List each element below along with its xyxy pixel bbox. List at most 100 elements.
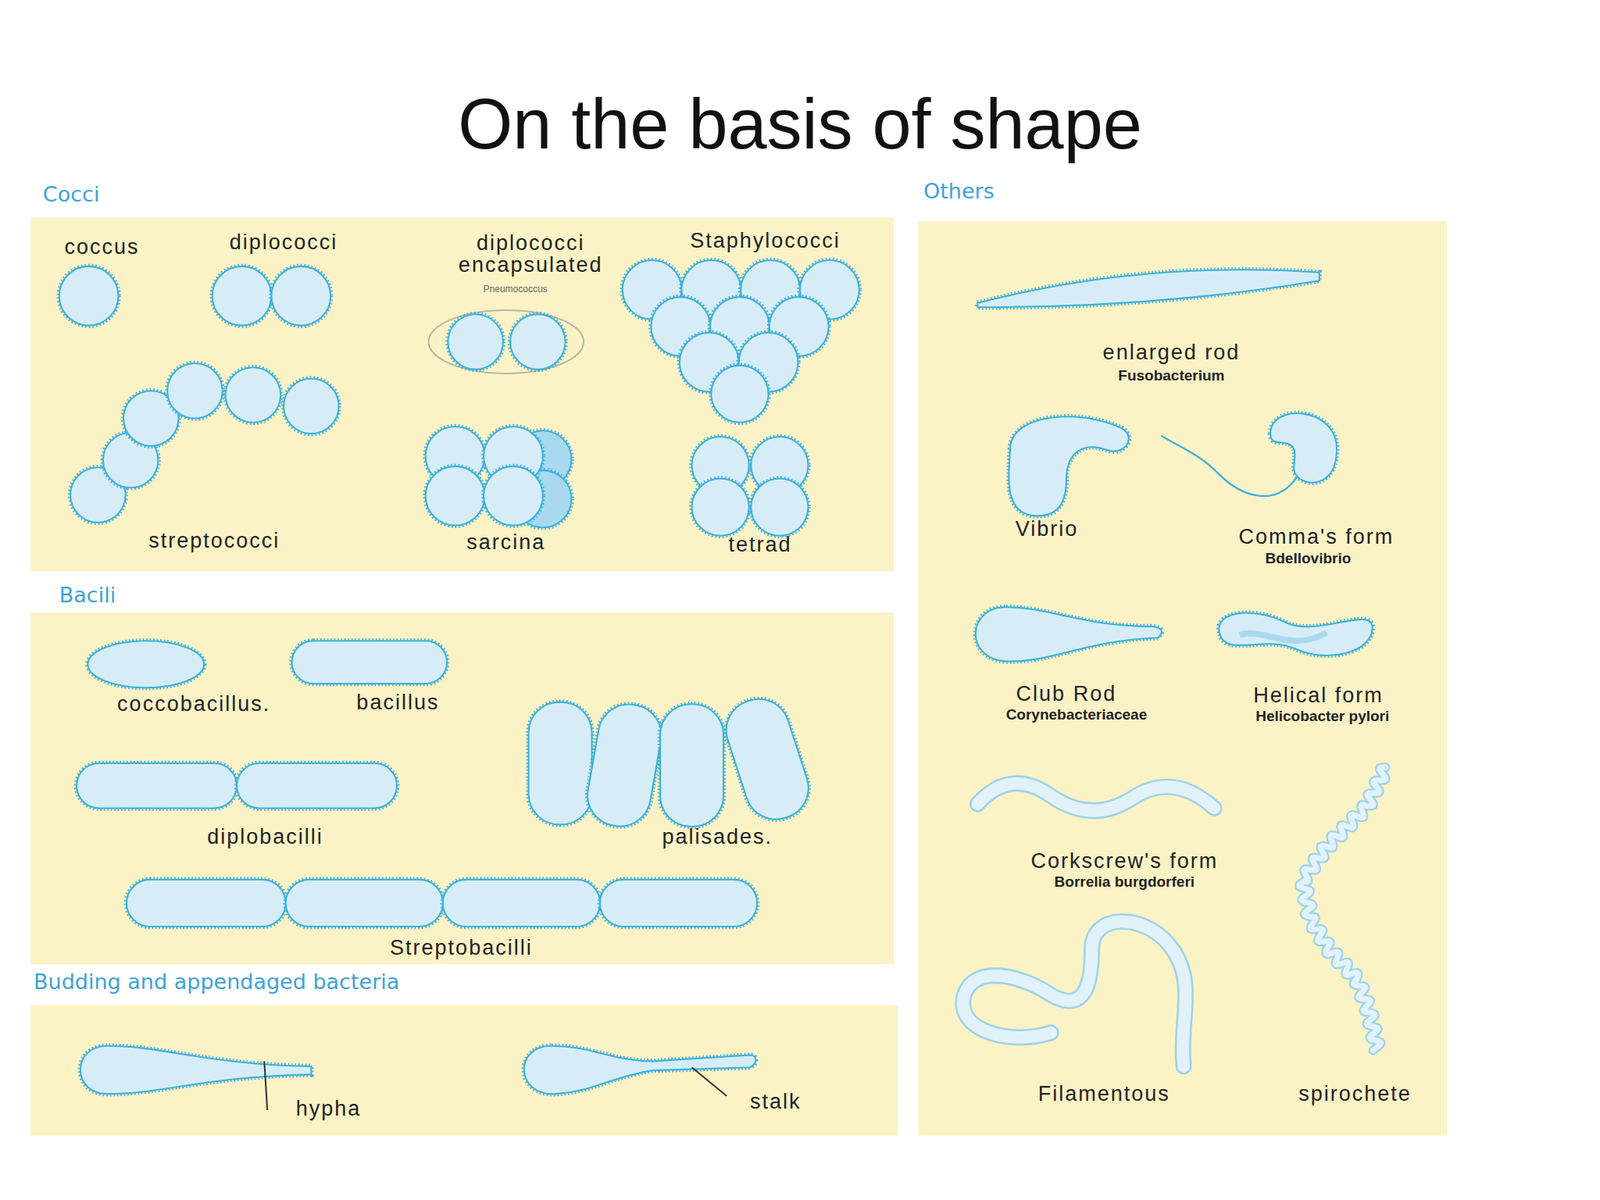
club-rod-shape (975, 607, 1162, 661)
encapsulated-diplococci-shape (447, 314, 504, 370)
palisades-shape (717, 691, 816, 828)
sarcina-shape (483, 466, 543, 526)
bacillus-shape (292, 640, 448, 684)
streptobacilli-shape (285, 879, 443, 927)
palisades-shape (528, 691, 817, 832)
coccus-shape (59, 266, 119, 326)
streptobacilli-shape (600, 879, 758, 927)
filamentous-shape (963, 921, 1186, 1067)
species-name: Borrelia burgdorferi (1054, 874, 1195, 890)
bacillus-shape (292, 640, 448, 684)
shape-name: Filamentous (1038, 1083, 1171, 1105)
staphylococci-shape (710, 365, 768, 423)
spirochete-shape (1299, 767, 1386, 1051)
shape-name: Streptobacilli (389, 937, 533, 959)
shape-panel: Bacili (30, 612, 894, 965)
species-name: Bdellovibrio (1265, 550, 1352, 566)
shape-name: enlarged rod (1103, 342, 1241, 364)
shape-name: Helical form (1253, 685, 1384, 707)
staphylococci-shape (710, 365, 768, 423)
streptobacilli-shape (442, 879, 600, 927)
shape-name: stalk (750, 1091, 802, 1113)
streptococci-shape (167, 363, 223, 419)
streptococci-shape (167, 363, 223, 419)
corkscrew-shape (977, 783, 1215, 811)
sarcina-shape (483, 466, 543, 526)
streptococci-shape (283, 378, 340, 435)
spirochete-shape (1299, 767, 1386, 1051)
spirochete-shape (1299, 767, 1386, 1051)
fusobacterium-shape (977, 269, 1320, 308)
hypha-shape (80, 1046, 312, 1094)
stalk-shape (692, 1067, 727, 1097)
diplococci-shape (271, 266, 331, 326)
streptococci-shape (283, 378, 340, 435)
shape-name: diplobacilli (207, 826, 324, 848)
diplobacilli-shape (76, 763, 397, 808)
comma-shape (1270, 413, 1337, 483)
streptococci-shape (225, 367, 282, 423)
diplococci-shape (212, 266, 332, 326)
palisades-shape (528, 702, 593, 825)
encapsulated-diplococci-shape (428, 310, 585, 374)
diplococci-shape (212, 266, 272, 326)
shape-name: sarcina (466, 532, 546, 554)
panel-heading: Others (923, 180, 995, 202)
fusobacterium-shape (977, 269, 1320, 308)
shape-name: palisades. (661, 826, 773, 848)
streptococci-shape (70, 363, 340, 523)
shape-panel: Budding and appendaged bacteria (30, 1005, 898, 1136)
panel-heading: Budding and appendaged bacteria (33, 971, 400, 993)
helical-shape (1239, 632, 1327, 641)
shape-name: Vibrio (1015, 518, 1079, 540)
staphylococci-shape (622, 260, 860, 423)
species-name: Helicobacter pylori (1255, 708, 1390, 724)
palisades-shape (582, 699, 667, 831)
streptobacilli-shape (600, 879, 758, 927)
coccus-shape (59, 266, 119, 326)
comma-shape (1160, 413, 1337, 497)
palisades-shape (582, 699, 667, 831)
sarcina-shape (425, 466, 486, 526)
bacillus-shape (292, 640, 448, 684)
coccobacillus-shape (87, 640, 204, 688)
diplococci-shape (271, 266, 331, 326)
shape-name: diplococci (229, 232, 339, 254)
shape-name: streptococci (148, 530, 280, 552)
shape-name: Comma's form (1239, 526, 1395, 548)
diplobacilli-shape (76, 763, 237, 808)
streptococci-shape (225, 367, 282, 423)
corkscrew-shape (977, 783, 1215, 811)
encapsulated-diplococci-shape (447, 314, 504, 370)
fusobacterium-shape (977, 269, 1320, 308)
palisades-shape (717, 691, 816, 828)
vibrio-shape (1008, 416, 1129, 516)
tetrad-shape (692, 478, 750, 536)
tetrad-shape (750, 478, 808, 536)
palisades-shape (528, 702, 593, 825)
diplobacilli-shape (236, 763, 397, 808)
coccobacillus-shape (87, 640, 204, 688)
shape-name: Club Rod (1016, 683, 1118, 705)
panel-grounds (30, 217, 894, 572)
stalk-shape (524, 1046, 757, 1095)
shape-name: hypha (296, 1098, 362, 1120)
diplobacilli-shape (76, 763, 237, 808)
club-rod-shape (975, 607, 1162, 661)
species-name: Corynebacteriaceae (1006, 707, 1148, 722)
club-rod-shape (975, 607, 1162, 661)
streptobacilli-shape (126, 879, 286, 927)
panel-heading: Cocci (42, 183, 100, 205)
sarcina-shape (425, 466, 486, 526)
diplococci-shape (212, 266, 272, 326)
streptobacilli-shape (126, 879, 758, 927)
encapsulated-diplococci-shape (510, 314, 566, 370)
stalk-shape (524, 1046, 757, 1097)
streptobacilli-shape (442, 879, 600, 927)
vibrio-shape (1008, 416, 1129, 516)
panel-grounds (30, 217, 1447, 1136)
species-name: Fusobacterium (1117, 367, 1225, 383)
tetrad-shape (692, 478, 750, 536)
vibrio-shape (1008, 416, 1129, 516)
shape-name: coccus (64, 236, 140, 258)
